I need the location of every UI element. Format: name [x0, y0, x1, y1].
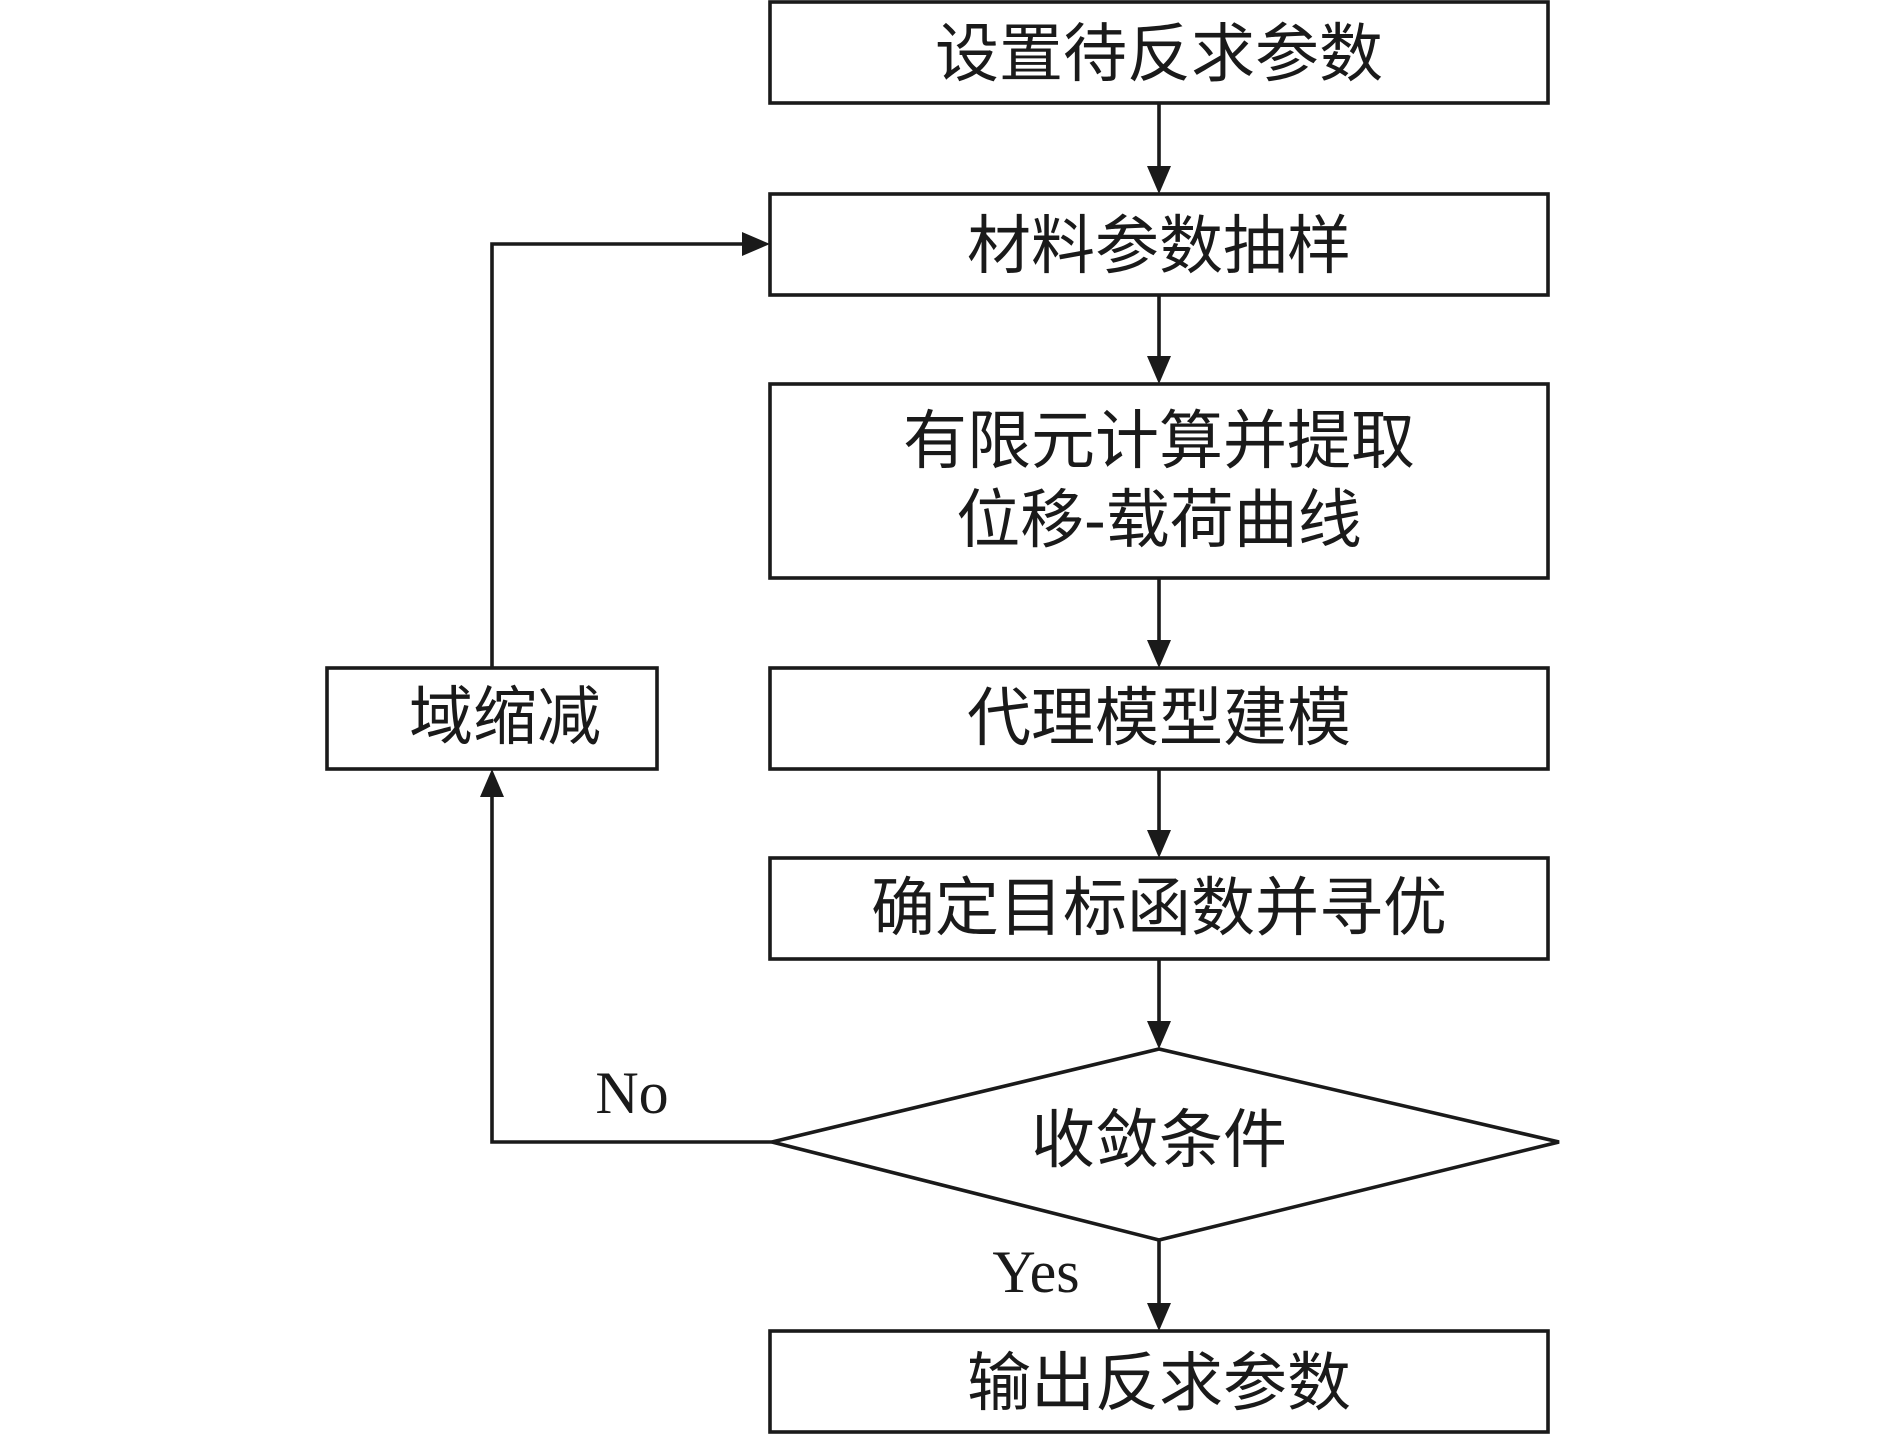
edge-convergence-to-domain-reduce [490, 797, 772, 1144]
node-sampling [768, 192, 1550, 297]
arrowhead [1147, 166, 1171, 194]
label-convergence: 收敛条件 [1031, 1104, 1287, 1178]
branch-label-yes: Yes [992, 1239, 1079, 1305]
node-output [768, 1329, 1550, 1434]
branch-label-no: No [595, 1060, 668, 1126]
node-convergence [771, 1047, 1560, 1242]
node-domain-reduce [325, 666, 659, 771]
edge-domain-reduce-to-sampling [490, 242, 742, 668]
label-sampling: 材料参数抽样 [967, 210, 1351, 284]
label-output: 输出反求参数 [967, 1347, 1351, 1421]
arrowhead [1147, 1303, 1171, 1331]
label-objective: 确定目标函数并寻优 [871, 872, 1447, 946]
node-surrogate [768, 666, 1550, 771]
label-surrogate: 代理模型建模 [967, 682, 1351, 756]
arrowhead [1147, 640, 1171, 668]
arrowhead [480, 769, 504, 797]
label-fe-calc-line1: 有限元计算并提取 [903, 405, 1415, 479]
arrowhead [1147, 356, 1171, 384]
node-set-params [768, 0, 1550, 105]
arrowhead [1147, 1021, 1171, 1049]
label-domain-reduce: 域缩减 [409, 681, 601, 755]
arrowhead [1147, 830, 1171, 858]
arrowhead [742, 232, 770, 256]
label-fe-calc-line2: 位移-载荷曲线 [956, 484, 1362, 558]
label-set-params: 设置待反求参数 [935, 18, 1383, 92]
